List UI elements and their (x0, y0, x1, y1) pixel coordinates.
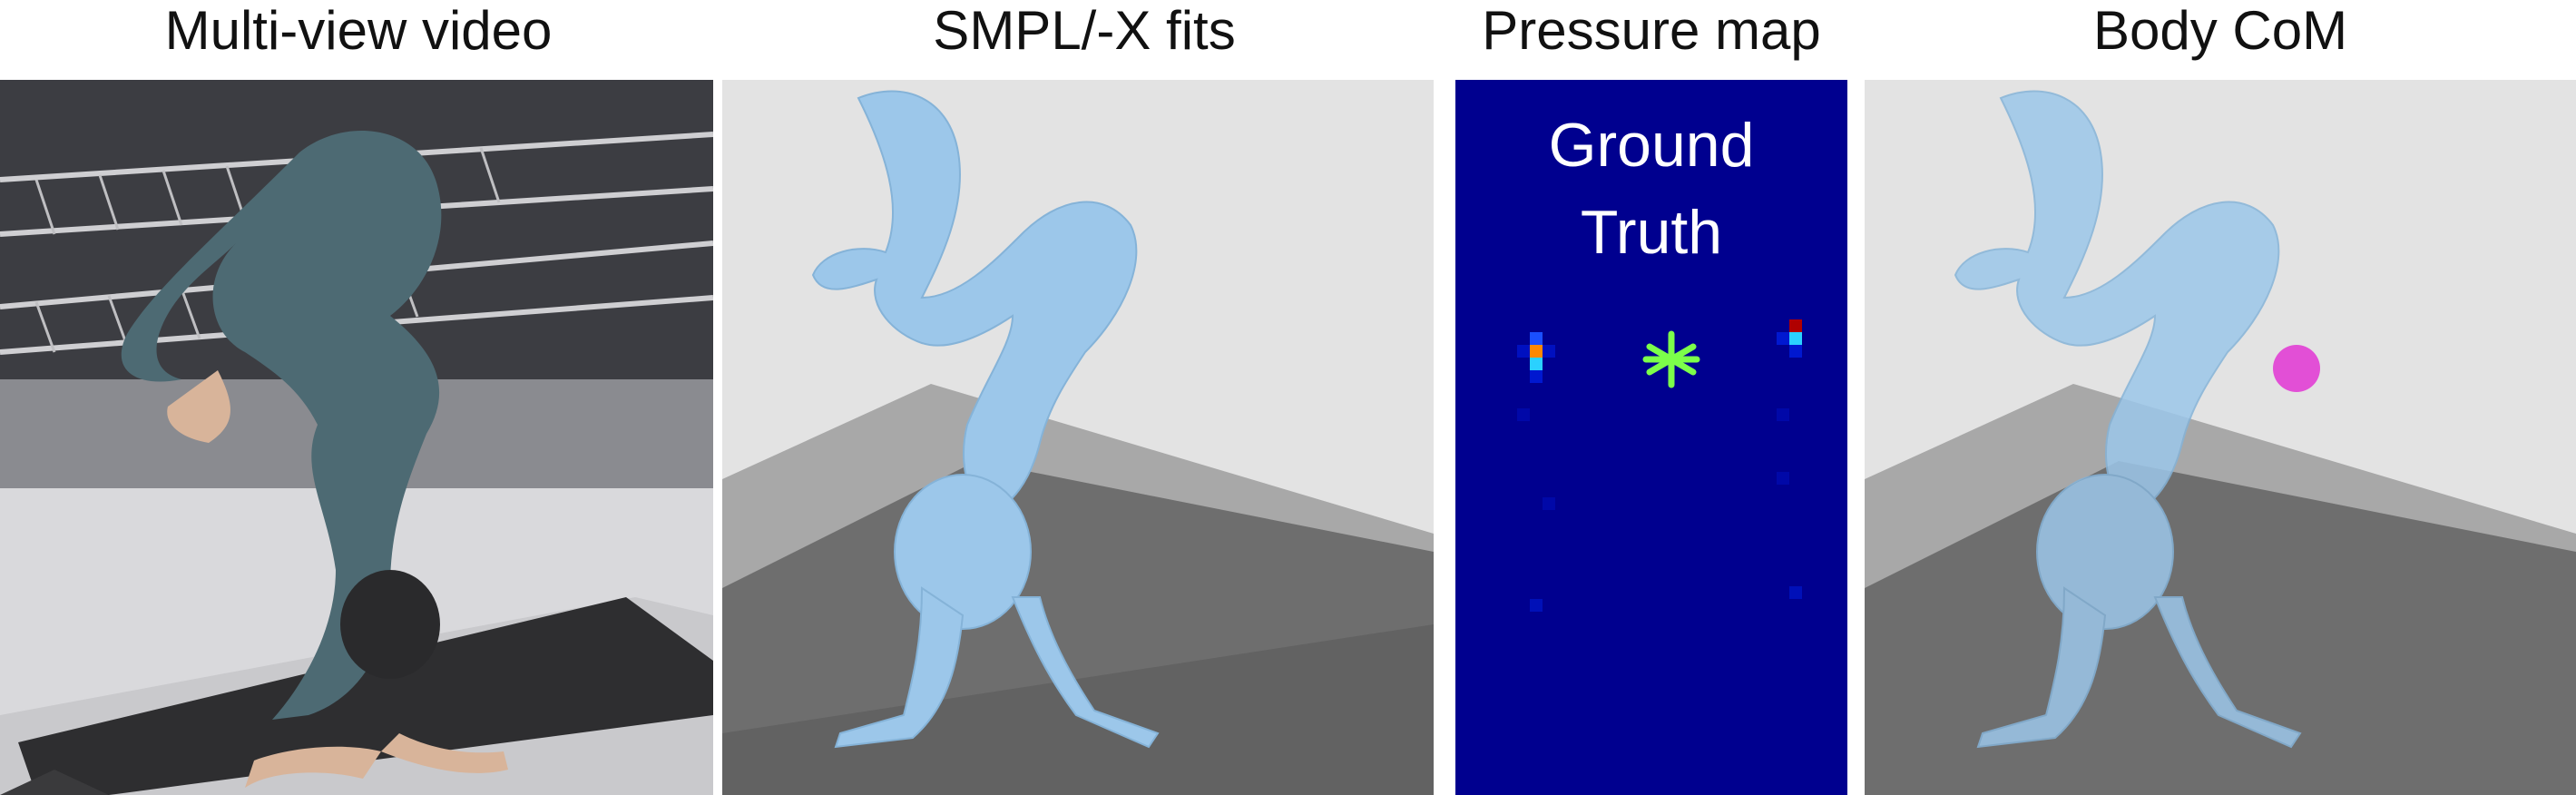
title-multi-view-video: Multi-view video (164, 0, 553, 61)
smpl-render-image (722, 80, 1434, 795)
smpl-fits-panel (722, 80, 1434, 795)
video-frame-image (0, 80, 713, 795)
title-body-com: Body CoM (2092, 0, 2348, 61)
body-com-render-image (1865, 80, 2576, 795)
title-pressure-map: Pressure map (1482, 0, 1821, 61)
pressure-map-panel: Ground Truth (1455, 80, 1847, 795)
ground-truth-label: Ground Truth (1455, 102, 1847, 276)
pressure-heatmap (1455, 80, 1847, 795)
asterisk-icon (1642, 330, 1700, 388)
video-frame-panel (0, 80, 713, 795)
title-smpl-fits: SMPL/-X fits (933, 0, 1236, 61)
body-com-panel (1865, 80, 2576, 795)
com-dot-icon (2273, 345, 2320, 392)
ground-truth-line-1: Ground (1548, 111, 1755, 180)
ground-truth-line-2: Truth (1580, 198, 1723, 267)
